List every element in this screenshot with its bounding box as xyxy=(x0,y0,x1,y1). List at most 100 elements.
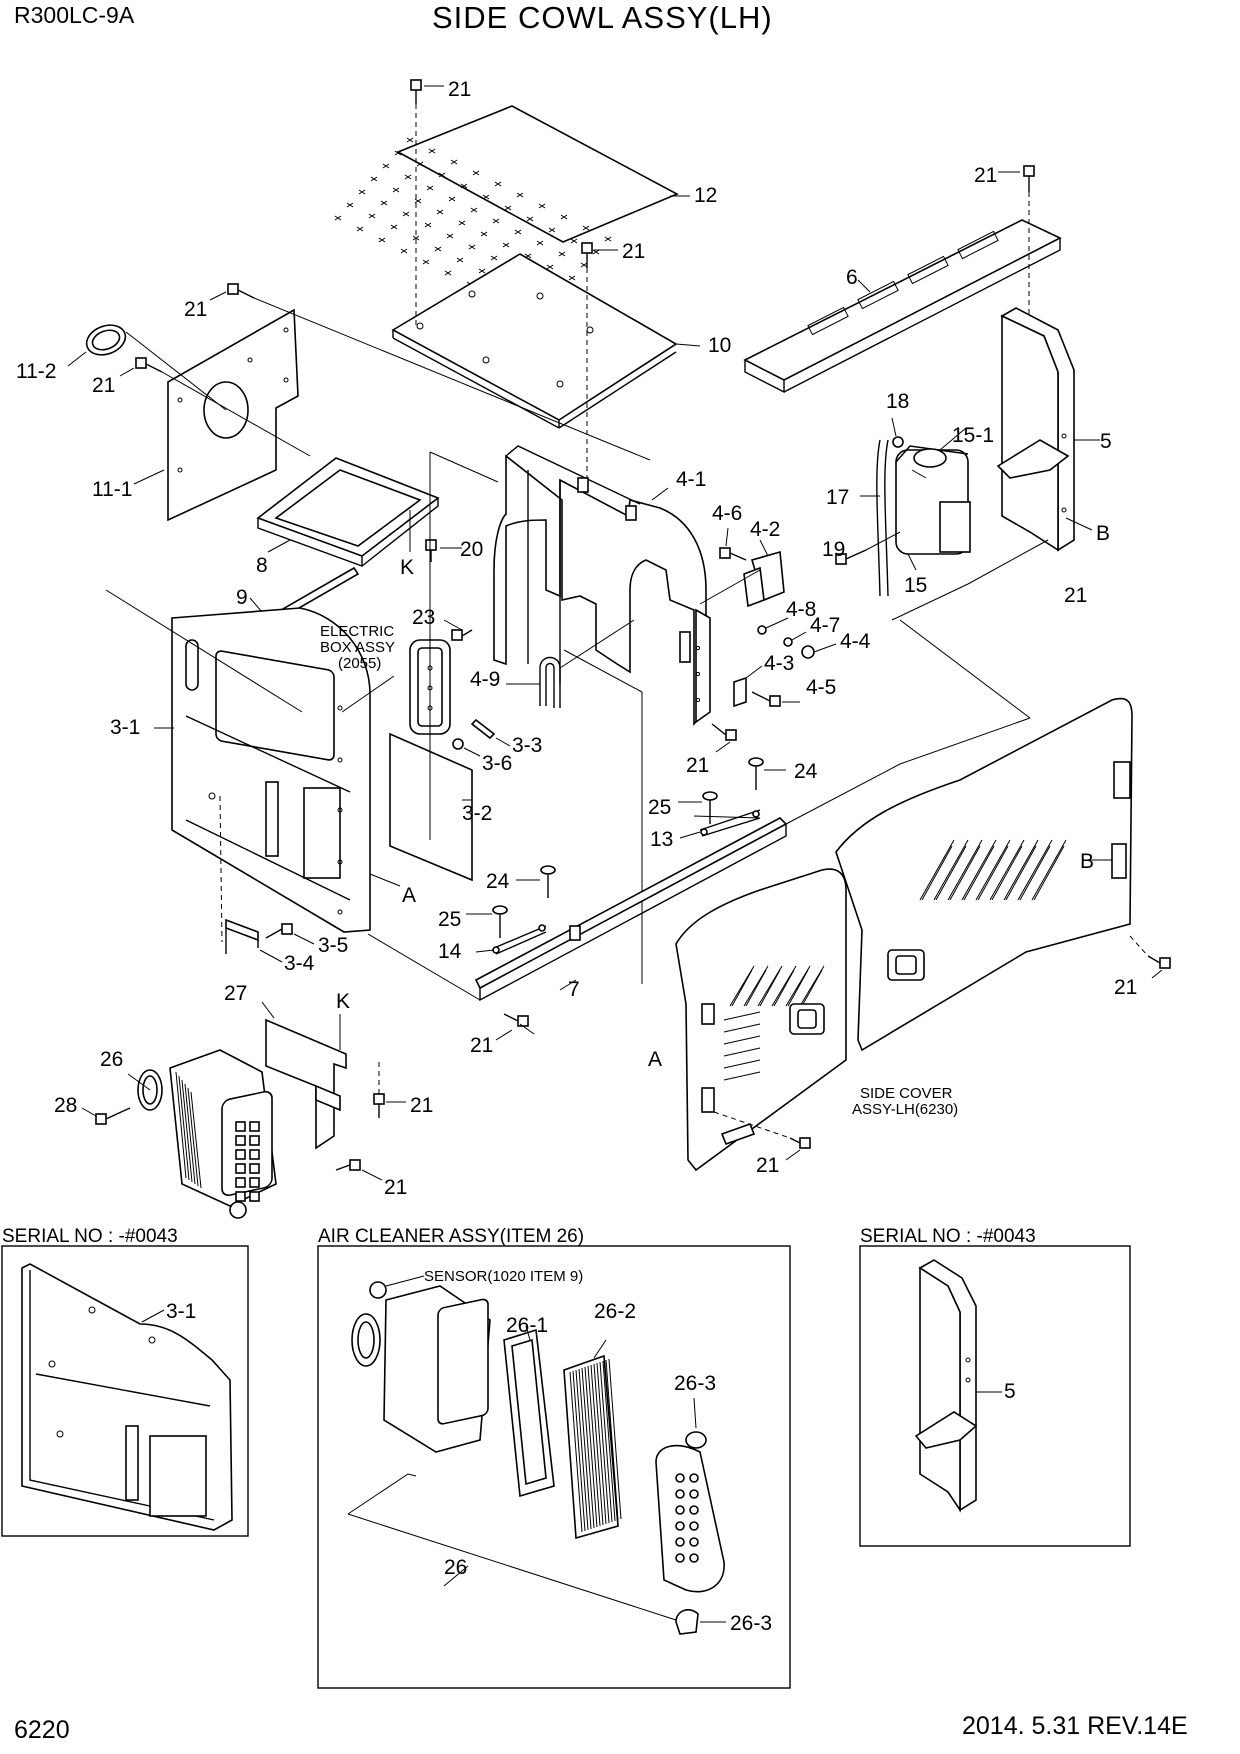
part-label-l17: 15 xyxy=(904,574,927,597)
bracket-27 xyxy=(265,1018,347,1150)
part-label-l38: 3-2 xyxy=(462,802,492,825)
part-label-l22: 8 xyxy=(256,554,268,577)
part-label-l61: 26-2 xyxy=(594,1300,636,1323)
part-label-l33: 3-1 xyxy=(110,716,140,739)
part-label-l14: 17 xyxy=(826,486,849,509)
part-label-l20: 4-6 xyxy=(712,502,742,525)
panel-11-1 xyxy=(167,308,299,522)
bolt-4-5 xyxy=(751,691,800,707)
bolt-21-panel-b xyxy=(119,357,311,457)
bolt-21-plate xyxy=(581,242,618,480)
page-title: SIDE COWL ASSY(LH) xyxy=(432,0,773,35)
part-label-l9: 21 xyxy=(92,374,115,397)
part-label-l62: 26-3 xyxy=(674,1372,716,1395)
part-label-l37: 24 xyxy=(794,760,818,783)
page-number: 6220 xyxy=(14,1716,70,1744)
part-label-l21: 4-2 xyxy=(750,518,780,541)
part-label-l65: 26-3 xyxy=(730,1612,772,1635)
part-label-l10: 11-1 xyxy=(92,478,132,501)
washer-4-8 xyxy=(757,625,767,635)
part-label-l35: 3-6 xyxy=(482,752,512,775)
side-cover-callout: SIDE COVER xyxy=(860,1085,953,1102)
bolt-21-rail xyxy=(998,165,1035,330)
part-label-l31: 4-3 xyxy=(764,652,794,675)
sensor-callout: SENSOR(1020 ITEM 9) xyxy=(424,1268,583,1285)
inset-title-right-title: SERIAL NO : -#0043 xyxy=(860,1226,1036,1247)
part-label-l36: 21 xyxy=(686,754,709,777)
part-label-l4: 21 xyxy=(974,164,997,187)
part-label-l53: 26 xyxy=(100,1048,123,1071)
part-label-l15: B xyxy=(1096,522,1110,545)
part-label-l55: 28 xyxy=(54,1094,77,1117)
side-cover-callout: ASSY-LH(6230) xyxy=(852,1101,958,1118)
part-label-l1: 21 xyxy=(448,78,471,101)
reservoir-tank-15 xyxy=(895,445,971,555)
clip-4-3 xyxy=(733,676,747,708)
side-cover-assy xyxy=(675,697,1133,1172)
part-label-l57: 21 xyxy=(756,1154,779,1177)
part-label-l25: 9 xyxy=(236,586,248,609)
part-label-l11: 5 xyxy=(1100,430,1112,453)
part-label-l50: 27 xyxy=(224,982,247,1005)
inset-right-box xyxy=(859,1245,1131,1547)
screw-24-b xyxy=(516,865,556,898)
bolt-23 xyxy=(443,619,473,641)
bolt-21-cover-a xyxy=(1147,955,1171,979)
washer-4-7 xyxy=(783,637,793,647)
part-label-l54: A xyxy=(648,1048,662,1071)
u-bolt-4-9 xyxy=(539,656,561,708)
part-label-l63: 5 xyxy=(1004,1380,1016,1403)
part-label-l26: 23 xyxy=(412,606,435,629)
part-label-l41: B xyxy=(1080,850,1094,873)
part-label-l8: 11-2 xyxy=(16,360,56,383)
part-label-l34: 3-3 xyxy=(512,734,542,757)
bolt-21-panel-a xyxy=(209,283,651,461)
frame-8 xyxy=(256,457,440,568)
bolt-19 xyxy=(835,531,901,565)
bolt-21-bracket-a xyxy=(373,1062,406,1118)
part-label-l27: 4-8 xyxy=(786,598,816,621)
part-label-l46: 3-5 xyxy=(318,934,348,957)
inset-left-box xyxy=(1,1245,249,1537)
panel-3-1 xyxy=(171,607,371,933)
inset-title-left-title: SERIAL NO : -#0043 xyxy=(2,1226,178,1247)
part-label-l44: 25 xyxy=(438,908,461,931)
bolt-28 xyxy=(95,1107,131,1125)
latch-3-4 xyxy=(225,918,259,954)
part-label-l13: 15-1 xyxy=(952,424,994,447)
part-label-l49: 21 xyxy=(470,1034,493,1057)
part-label-l52: 21 xyxy=(410,1094,433,1117)
clamp-14 xyxy=(492,924,547,955)
center-frame-4-1 xyxy=(493,445,711,727)
bolt-21-frame xyxy=(711,723,737,753)
inset-title-middle-title: AIR CLEANER ASSY(ITEM 26) xyxy=(318,1226,584,1247)
part-label-l51: K xyxy=(336,990,350,1013)
bolt-20 xyxy=(425,539,462,562)
cap-4-4 xyxy=(801,645,815,659)
part-label-l16: 19 xyxy=(822,538,845,561)
part-label-l23: K xyxy=(400,556,414,579)
revision-date: 2014. 5.31 REV.14E xyxy=(962,1712,1188,1740)
part-label-l64: 26 xyxy=(444,1556,467,1579)
bolt-21-cover-b xyxy=(785,1137,811,1161)
air-cleaner-26 xyxy=(137,1049,277,1219)
part-label-l58: 21 xyxy=(384,1176,407,1199)
part-label-l48: 7 xyxy=(568,978,580,1001)
electric-box-callout: (2055) xyxy=(338,655,381,672)
inset-air-cleaner-box xyxy=(317,1245,791,1689)
part-label-l29: 4-4 xyxy=(840,630,871,653)
washer-3-6 xyxy=(452,738,481,757)
plate-10 xyxy=(391,253,678,429)
part-label-l5: 6 xyxy=(846,266,858,289)
rail-6 xyxy=(743,219,1062,394)
bolt-3-5 xyxy=(265,923,315,945)
screw-25-b xyxy=(466,905,508,938)
part-label-l19: 4-1 xyxy=(676,468,706,491)
bolt-21-bracket-b xyxy=(335,1159,383,1181)
part-label-l47: 3-4 xyxy=(284,952,315,975)
part-label-l7: 21 xyxy=(184,298,207,321)
part-label-l3: 21 xyxy=(622,240,645,263)
part-label-l39: 25 xyxy=(648,796,671,819)
